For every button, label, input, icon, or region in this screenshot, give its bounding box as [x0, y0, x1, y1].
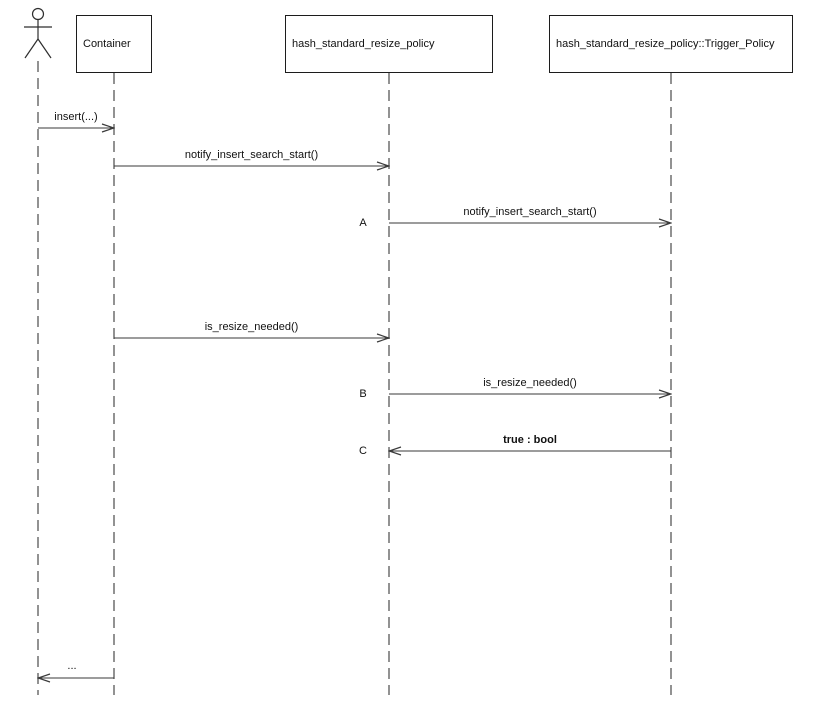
participant-container: Container	[76, 15, 152, 73]
participant-container-label: Container	[83, 38, 131, 50]
sequence-tag-b: B	[359, 388, 367, 400]
message-label-ellipsis: ...	[67, 660, 77, 672]
message-label-true-bool: true : bool	[503, 434, 557, 446]
participant-trigger-policy: hash_standard_resize_policy::Trigger_Pol…	[549, 15, 793, 73]
sequence-tag-c: C	[359, 445, 367, 457]
message-label-is-resize-needed-1: is_resize_needed()	[204, 321, 299, 333]
sequence-tag-a: A	[359, 217, 367, 229]
message-label-insert: insert(...)	[54, 111, 98, 123]
message-label-is-resize-needed-2: is_resize_needed()	[483, 377, 577, 389]
actor-icon	[24, 7, 52, 59]
participant-resize-policy-label: hash_standard_resize_policy	[292, 38, 435, 50]
participant-trigger-policy-label: hash_standard_resize_policy::Trigger_Pol…	[556, 38, 775, 50]
participant-resize-policy: hash_standard_resize_policy	[285, 15, 493, 73]
message-label-notify-insert-search-start-1: notify_insert_search_start()	[184, 149, 319, 161]
message-label-notify-insert-search-start-2: notify_insert_search_start()	[463, 206, 597, 218]
